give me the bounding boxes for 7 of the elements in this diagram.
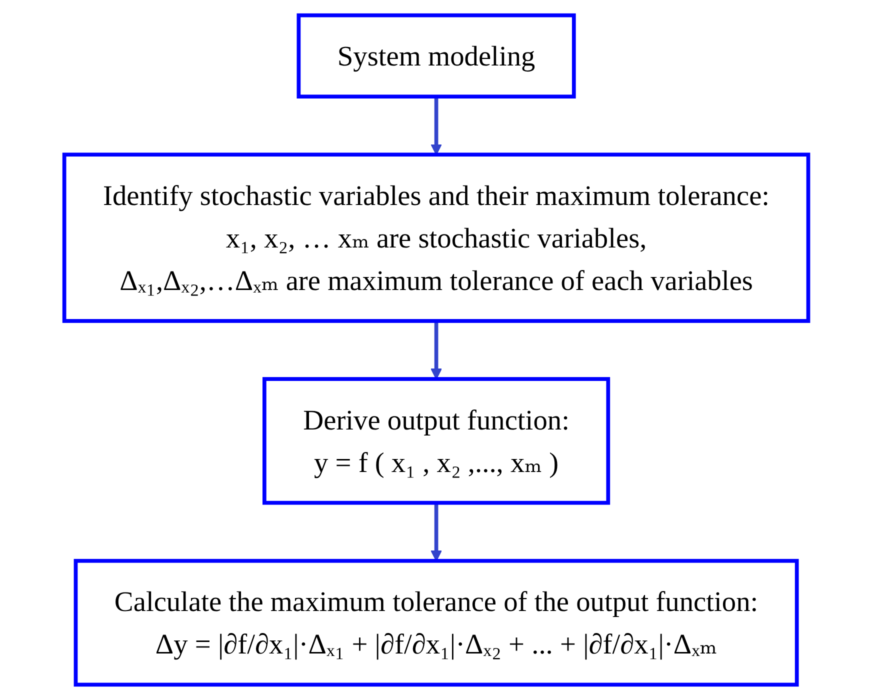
arrow: [430, 96, 442, 156]
node-box: Derive output function: y = f ( x₁ , x₂ ,..., xₘ ): [262, 377, 610, 505]
node-box: System modeling: [296, 13, 576, 98]
arrow: [430, 502, 442, 562]
arrow: [430, 320, 442, 380]
node-box: Identify stochastic variables and their maximum tolerance: x₁, x₂, … xₘ are stochastic variables, Δₓ₁,Δₓ₂,…Δₓₘ are maximum tolerance of each variables: [62, 152, 810, 323]
node-box: Calculate the maximum tolerance of the output function: Δy = |∂f/∂x₁|·Δₓ₁ + |∂f/∂x₁|·Δₓ₂ + ... + |∂f/∂x₁|·Δₓₘ: [74, 558, 799, 687]
